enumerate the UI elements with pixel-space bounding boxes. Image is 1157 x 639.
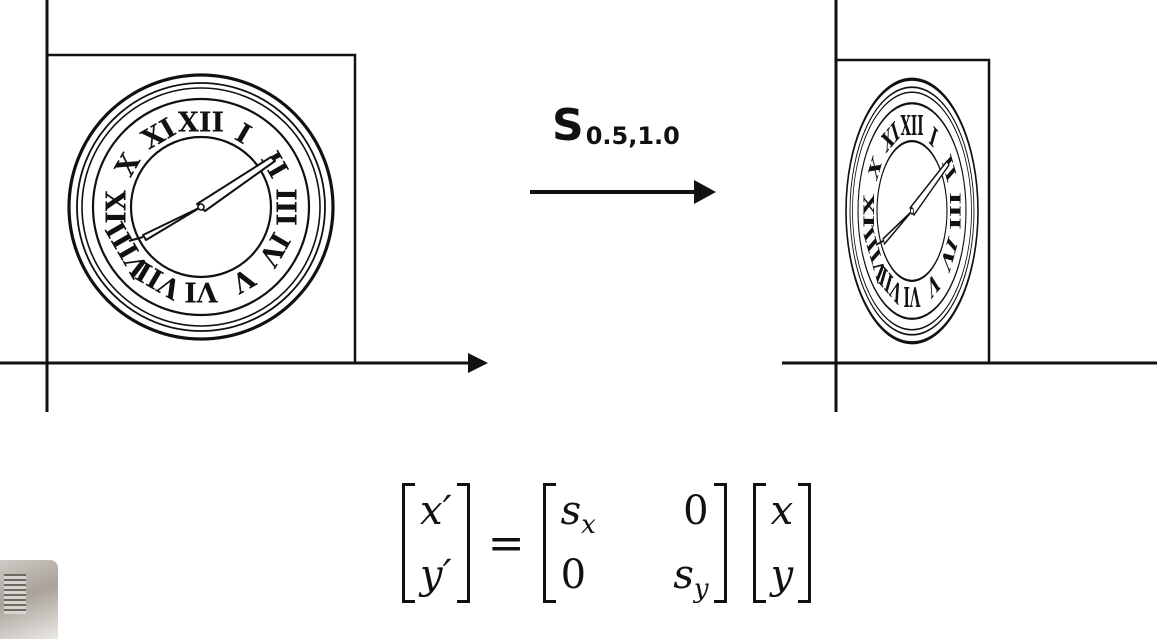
clock-numeral: X: [110, 148, 147, 182]
scale-symbol: S: [552, 100, 584, 151]
matrix-sx: sx: [560, 483, 635, 540]
scale-transform-label: S0.5,1.0: [552, 100, 680, 151]
clock-numeral: IX: [862, 194, 878, 228]
clock-numeral: VI: [184, 276, 219, 307]
matrix-sx-base: s: [560, 488, 582, 534]
clock-numeral: XII: [900, 111, 923, 143]
clock-numeral: IV: [937, 231, 959, 276]
clock-numeral: VI: [904, 279, 921, 311]
clock-numeral: XII: [178, 108, 224, 139]
input-x: x: [770, 488, 794, 534]
left-x-axis-arrowhead: [468, 353, 488, 373]
clock-numeral: I: [926, 121, 939, 155]
scaling-equation: x′ y′ = sx 0 0 sy x y: [398, 478, 815, 608]
input-y: y: [770, 552, 794, 598]
output-x: x′: [420, 488, 452, 534]
clock-numeral: X: [866, 151, 885, 185]
matrix-sy: sy: [635, 547, 709, 604]
clock-numeral: III: [946, 192, 962, 230]
transform-arrowhead: [694, 180, 716, 204]
scaling-matrix: sx 0 0 sy: [539, 483, 731, 604]
clock-numeral: III: [270, 188, 301, 226]
scaled-bounding-box: [834, 58, 991, 365]
clock-numeral: XI: [880, 116, 902, 160]
scale-subscript: 0.5,1.0: [585, 122, 680, 150]
clock-numeral: V: [924, 264, 942, 303]
clock-numeral: XI: [137, 112, 182, 156]
original-bounding-box: [45, 53, 357, 365]
matrix-zero-top: 0: [683, 488, 709, 534]
output-vector: x′ y′: [398, 483, 474, 603]
output-y: y′: [420, 552, 452, 598]
clock-numeral: V: [225, 261, 260, 299]
clock-numeral: IX: [102, 190, 133, 224]
clock-numeral: I: [230, 118, 256, 151]
matrix-sy-base: s: [673, 552, 694, 598]
presenter-video-thumbnail: [0, 560, 58, 639]
clock-numeral: IV: [251, 227, 295, 272]
equals-sign: =: [487, 517, 525, 569]
matrix-sx-subscript: x: [581, 510, 596, 540]
input-vector: x y: [749, 483, 816, 603]
matrix-zero-bottom: 0: [560, 552, 587, 598]
matrix-sy-subscript: y: [693, 574, 709, 604]
